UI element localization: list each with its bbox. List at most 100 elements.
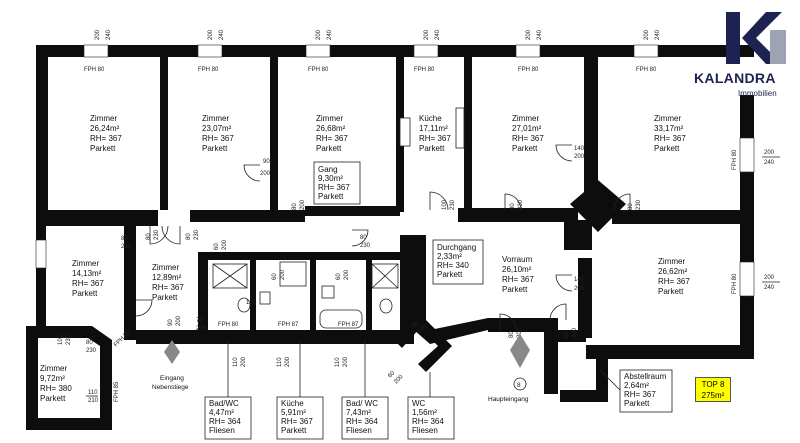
dimension-value: 210 (88, 398, 99, 404)
entrance-arrow-icon (164, 340, 180, 364)
dimension-value: 80 (411, 320, 420, 329)
room-height: RH= 367 (512, 134, 544, 143)
window-label: FPH 80 (84, 67, 105, 73)
room-name: Vorraum (502, 255, 533, 264)
walls (26, 45, 754, 430)
room-height: RH= 367 (72, 279, 104, 288)
dimension-value: 200 (644, 29, 650, 40)
dimension-value: 200 (517, 327, 523, 338)
window-label: FPH 80 (636, 67, 657, 73)
windows (35, 44, 755, 297)
room-area: 33,17m² (654, 124, 684, 133)
room-floor: Parkett (40, 394, 66, 403)
dimension-value: 110 (233, 357, 239, 367)
window-label: FPH 80 (414, 67, 435, 73)
room-area: 9,30m² (318, 174, 343, 183)
dimension-value: 70 (196, 318, 203, 324)
dimension-value: 60 (387, 370, 396, 379)
house-number-badge (513, 377, 527, 391)
dimension-value: 240 (655, 29, 661, 40)
room-floor: Parkett (202, 144, 228, 153)
room-area: 27,01m² (512, 124, 542, 133)
entrance-arrow-icon (510, 334, 530, 368)
room-height: RH= 364 (209, 417, 241, 426)
dimension-value: 200 (574, 286, 585, 292)
window-label: FPH 80 (198, 67, 219, 73)
dimension-value: 230 (194, 229, 200, 240)
window-label: FPH 80 (218, 322, 239, 328)
dimension-value: 200 (316, 29, 322, 40)
room-name: Zimmer (72, 259, 99, 268)
dimension-value: 80 (628, 203, 634, 210)
dimension-value: 90 (263, 159, 270, 165)
dimension-value: 230 (450, 199, 456, 210)
dimension-value: 200 (300, 199, 306, 210)
room-area: 9,72m² (40, 374, 65, 383)
window-label: FPH 87 (338, 322, 359, 328)
room-area: 4,47m² (209, 408, 234, 417)
room-area: 26,68m² (316, 124, 346, 133)
room-floor: Parkett (437, 270, 463, 279)
dimension-value: 100 (58, 334, 64, 345)
dimension-value: 240 (764, 160, 775, 166)
room-height: RH= 367 (502, 275, 534, 284)
dimension-value: 200 (764, 275, 775, 281)
room-name: Küche (419, 114, 442, 123)
dimension-value: 110 (335, 357, 341, 367)
dimension-value: 200 (260, 171, 271, 177)
entrance-label: Haupteingang (488, 396, 529, 403)
dimension-value: 80 (292, 203, 298, 210)
room-floor: Parkett (624, 399, 650, 408)
kalandra-logo-mark (726, 12, 786, 64)
room-name: Abstellraum (624, 372, 667, 381)
room-name: Zimmer (152, 263, 179, 272)
room-height: RH= 380 (40, 384, 72, 393)
dimension-value: 140 (574, 277, 585, 283)
room-floor: Parkett (318, 192, 344, 201)
room-height: RH= 367 (419, 134, 451, 143)
room-area: 26,24m² (90, 124, 120, 133)
dimension-value: 200 (393, 374, 405, 386)
room-floor: Fliesen (346, 426, 372, 435)
room-height: RH= 340 (437, 261, 469, 270)
room-height: RH= 367 (152, 283, 184, 292)
fixtures (212, 107, 465, 329)
room-area: 1,56m² (412, 408, 437, 417)
room-height: RH= 367 (654, 134, 686, 143)
dimension-value: 200 (343, 356, 349, 367)
dimension-value: 200 (344, 269, 350, 280)
room-floor: Fliesen (209, 426, 235, 435)
dimension-value: 230 (121, 244, 132, 250)
room-floor: Fliesen (412, 426, 438, 435)
room-floor: Parkett (90, 144, 116, 153)
dimension-value: 200 (280, 269, 286, 280)
room-name: Bad/ WC (346, 399, 378, 408)
dimension-value: 60 (272, 273, 278, 280)
room-area: 7,43m² (346, 408, 371, 417)
dimension-value: 200 (95, 29, 101, 40)
room-name: Gang (318, 165, 338, 174)
dimension-value: 200 (424, 29, 430, 40)
dimension-value: 100 (442, 199, 448, 210)
room-name: Zimmer (90, 114, 117, 123)
dimension-value: 80 (564, 331, 570, 338)
dimension-value: 200 (285, 356, 291, 367)
dimension-value: 80 (360, 235, 367, 241)
room-name: Zimmer (658, 257, 685, 266)
room-floor: Parkett (316, 144, 342, 153)
room-name: Durchgang (437, 243, 476, 252)
dimension-value: 200 (208, 29, 214, 40)
dimension-value: 230 (360, 243, 371, 249)
company-logo: KALANDRA Immobilien (694, 10, 794, 100)
dimension-value: 200 (572, 327, 578, 338)
room-height: RH= 364 (346, 417, 378, 426)
